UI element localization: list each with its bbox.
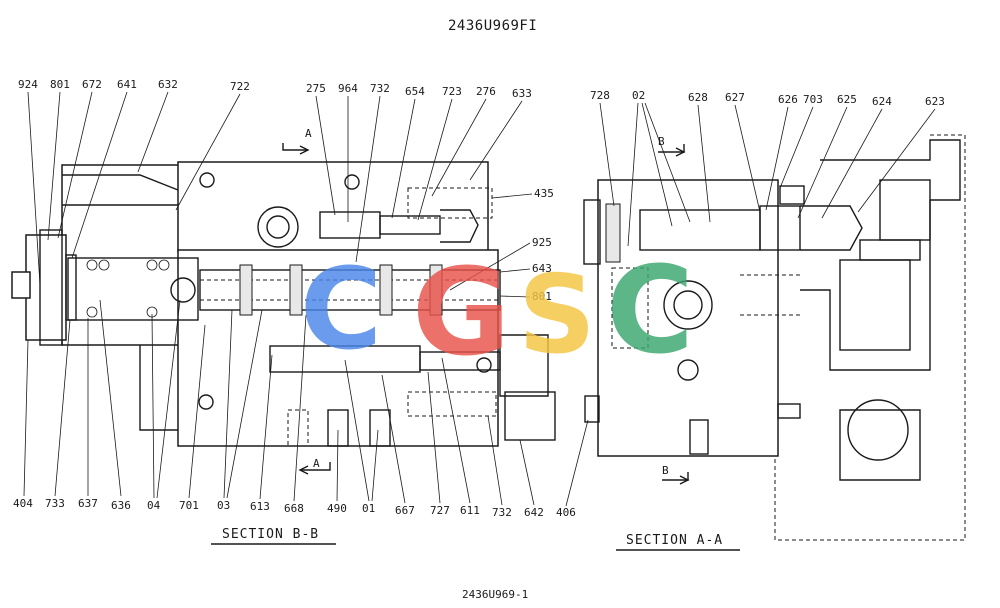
callout-label: 628 — [688, 91, 708, 104]
callout-label: 611 — [460, 504, 480, 517]
callout-label: 723 — [442, 85, 462, 98]
svg-text:A: A — [305, 127, 312, 140]
watermark-letter-2: G — [412, 244, 511, 383]
callout-label: 643 — [532, 262, 552, 275]
leader-lines-bb-top — [27, 91, 523, 286]
callout-label: 637 — [78, 497, 98, 510]
callout-label: 624 — [872, 95, 892, 108]
section-marker-a-bottom: A — [298, 457, 331, 475]
callout-label: 276 — [476, 85, 496, 98]
callout-label: 722 — [230, 80, 250, 93]
callout-label: 641 — [117, 78, 137, 91]
callouts-aa-bottom: 406 — [556, 419, 589, 519]
footer-number: 2436U969-1 — [462, 588, 528, 601]
callout-label: 727 — [430, 504, 450, 517]
section-aa-title: SECTION A-A — [626, 533, 723, 548]
callout-label: 01 — [362, 502, 375, 515]
callout-label: 633 — [512, 87, 532, 100]
callouts-bb-top: 924 801 672 641 632 722 275 964 732 654 … — [18, 78, 532, 100]
callout-label: 623 — [925, 95, 945, 108]
callout-label: 667 — [395, 504, 415, 517]
callout-label: 672 — [82, 78, 102, 91]
callout-label: 406 — [556, 506, 576, 519]
section-marker-b-top: B — [658, 135, 686, 157]
callout-label: 03 — [217, 499, 230, 512]
callout-label: 654 — [405, 85, 425, 98]
section-marker-b-bottom: B — [662, 464, 690, 485]
svg-text:B: B — [658, 135, 665, 148]
callout-label: 636 — [111, 499, 131, 512]
callout-label: 964 — [338, 82, 358, 95]
callout-label: 642 — [524, 506, 544, 519]
watermark-letter-4: C — [606, 242, 694, 381]
callout-label: 728 — [590, 89, 610, 102]
callout-label: 490 — [327, 502, 347, 515]
leader-lines-aa-top — [599, 102, 936, 247]
callouts-bb-bottom: 404 733 637 636 04 701 03 613 668 490 01… — [13, 497, 544, 519]
callout-label: 613 — [250, 500, 270, 513]
callout-label: 701 — [179, 499, 199, 512]
callout-label: 625 — [837, 93, 857, 106]
section-bb-title: SECTION B-B — [222, 527, 319, 542]
callout-label: 801 — [50, 78, 70, 91]
section-aa-drawing — [583, 134, 966, 541]
callout-label: 801 — [532, 290, 552, 303]
section-bb-drawing — [11, 161, 556, 447]
callout-label: 02 — [632, 89, 645, 102]
callout-label: 668 — [284, 502, 304, 515]
callout-label: 627 — [725, 91, 745, 104]
svg-text:A: A — [313, 457, 320, 470]
watermark-letter-1: C — [300, 245, 382, 375]
leader-lines-bb-bottom — [23, 299, 535, 506]
callout-label: 732 — [370, 82, 390, 95]
callout-label: 404 — [13, 497, 33, 510]
callout-label: 04 — [147, 499, 161, 512]
watermark-logo: C G S C — [300, 242, 694, 383]
watermark-letter-3: S — [518, 253, 596, 378]
callout-label: 435 — [534, 187, 554, 200]
callout-label: 733 — [45, 497, 65, 510]
callout-label: 732 — [492, 506, 512, 519]
drawing-number: 2436U969FI — [448, 18, 537, 34]
callout-label: 626 — [778, 93, 798, 106]
svg-text:B: B — [662, 464, 669, 477]
callouts-aa-top: 728 02 628 627 626 703 625 624 623 — [590, 89, 945, 108]
callout-label: 275 — [306, 82, 326, 95]
callout-label: 925 — [532, 236, 552, 249]
callout-label: 632 — [158, 78, 178, 91]
callout-label: 924 — [18, 78, 38, 91]
callouts-bb-right: 435 925 643 801 — [449, 187, 554, 303]
section-marker-a-top: A — [282, 127, 312, 155]
callout-label: 703 — [803, 93, 823, 106]
